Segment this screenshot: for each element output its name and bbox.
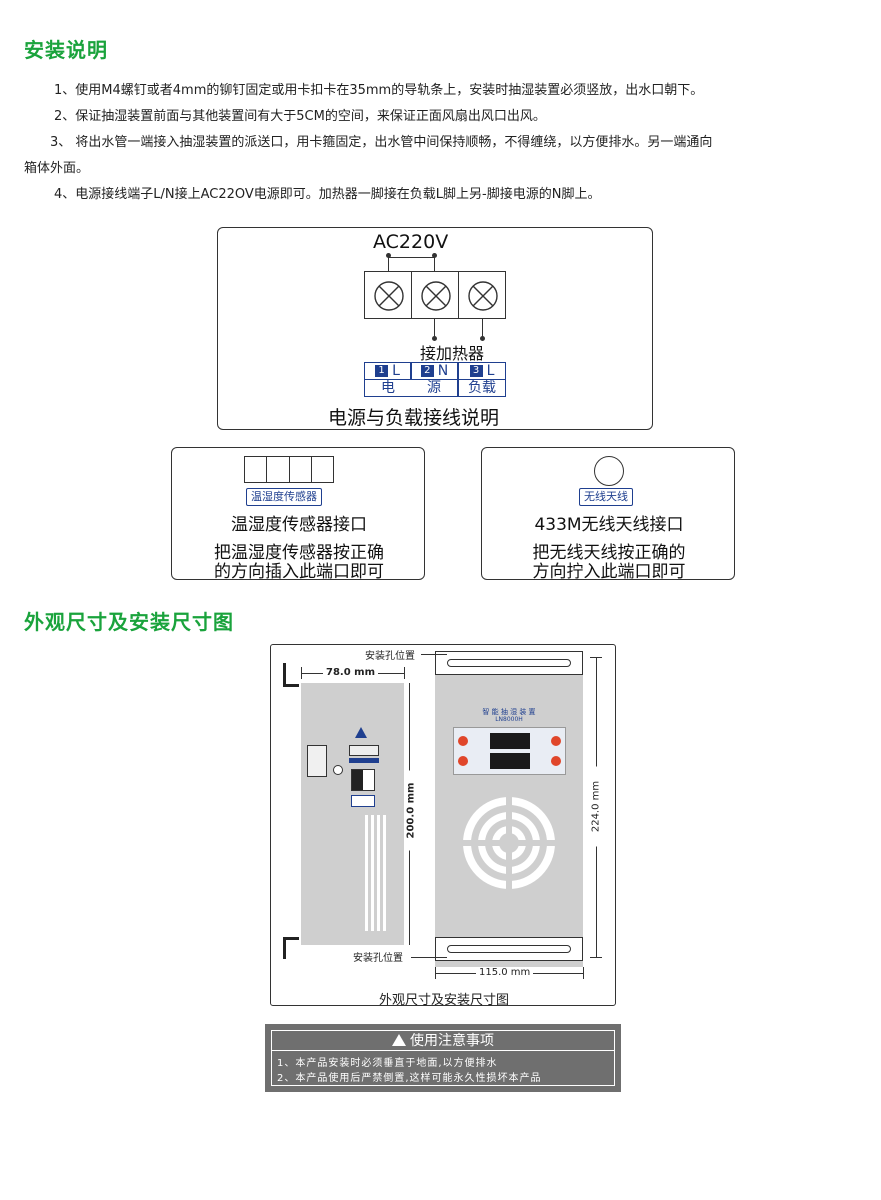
load-group-label: 负载 [458,379,506,397]
bottom-mount-slot [447,945,571,953]
voltage-label: AC220V [373,231,449,253]
fan-grille-icon [461,795,557,891]
antenna-port-icon [594,456,624,486]
front-width-tick-r [583,967,584,979]
wire-n-dot [432,253,437,258]
side-terminal-block [349,745,379,756]
sensor-desc-2: 的方向插入此端口即可 [214,562,384,582]
terminal-2 [411,271,459,319]
notice-line-1: 1、本产品安装时必须垂直于地面,以方便排水 [277,1058,498,1069]
notice-line-2: 2、本产品使用后严禁倒置,这样可能永久性损坏本产品 [277,1073,542,1084]
terminal-screw-icon [421,281,451,311]
top-bus-line [388,257,434,258]
heater-wire-n [434,319,435,339]
install-step-1: 1、使用M4螺钉或者4mm的铆钉固定或用卡扣卡在35mm的导轨条上，安装时抽湿装… [54,83,704,98]
side-connector-left [307,745,327,777]
wiring-caption: 电源与负载接线说明 [328,407,500,429]
bottom-mount-bracket [435,937,583,961]
side-port-circle [333,765,343,775]
top-hole-label: 安装孔位置 [363,647,417,662]
heater-n-dot [432,336,437,341]
display-top [490,733,530,749]
wire-l-dot [386,253,391,258]
terminal-screw-icon [468,281,498,311]
front-width-label: 115.0 mm [476,967,534,978]
warning-icon [392,1034,406,1046]
sensor-tag: 温湿度传感器 [246,488,322,506]
notice-panel: 使用注意事项 1、本产品安装时必须垂直于地面,以方便排水 2、本产品使用后严禁倒… [265,1024,621,1092]
sensor-desc-1: 把温湿度传感器按正确 [214,543,384,563]
antenna-tag: 无线天线 [579,488,633,506]
install-step-4: 4、电源接线端子L/N接上AC22OV电源即可。加热器一脚接在负载L脚上另-脚接… [54,187,601,202]
terminal-3 [458,271,506,319]
top-clip [283,663,299,687]
antenna-desc-1: 把无线天线按正确的 [532,543,686,563]
side-width-tick-r [404,667,405,679]
terminal-screw-icon [374,281,404,311]
front-height-label: 224.0 mm [590,766,602,847]
heater-load-dot [480,336,485,341]
side-view-body [301,683,404,945]
side-sensor-port [351,769,375,791]
heat-button-icon [458,756,468,766]
control-panel [453,727,566,775]
install-step-2: 2、保证抽湿装置前面与其他装置间有大于5CM的空间，来保证正面风扇出风口出风。 [54,109,546,124]
side-label-box [351,795,375,807]
side-height-label: 200.0 mm [405,770,417,851]
side-width-label: 78.0 mm [323,667,378,678]
dimension-drawing: 78.0 mm 200.0 mm 安装孔位置 安装孔位置 智 能 抽 湿 装 置… [270,644,616,1008]
install-step-3: 3、 将出水管一端接入抽湿装置的派送口，用卡箍固定，出水管中间保持顺畅，不得缠绕… [50,135,713,150]
fan-button-icon [458,736,468,746]
sensor-port-box: 温湿度传感器 温湿度传感器接口 把温湿度传感器按正确 的方向插入此端口即可 [171,447,425,582]
bottom-hole-leader [411,957,447,958]
install-step-3-cont: 箱体外面。 [24,161,90,176]
install-title: 安装说明 [24,38,108,62]
drawing-caption: 外观尺寸及安装尺寸图 [378,993,509,1008]
sensor-title: 温湿度传感器接口 [231,515,367,535]
model-label: LN8000H [495,716,523,723]
antenna-desc-2: 方向拧入此端口即可 [532,562,686,582]
warning-triangle-icon [355,727,367,738]
top-mount-bracket [435,651,583,675]
bottom-hole-label: 安装孔位置 [353,953,403,964]
heater-label: 接加热器 [420,344,485,363]
top-hole-leader [421,654,447,655]
product-name-label: 智 能 抽 湿 装 置 [482,708,536,716]
display-bottom [490,753,530,769]
side-width-tick-l [301,667,302,679]
bottom-clip [283,937,299,959]
front-height-tick-bottom [590,957,602,958]
wire-l [388,257,389,271]
front-width-tick-l [435,967,436,979]
up-button-icon [551,736,561,746]
top-mount-slot [447,659,571,667]
wire-n [434,257,435,271]
antenna-title: 433M无线天线接口 [534,515,684,535]
terminal-1 [364,271,412,319]
heater-wire-load [482,319,483,339]
notice-inner-border [271,1030,615,1086]
down-button-icon [551,756,561,766]
side-vent [365,815,387,931]
antenna-port-box: 无线天线 433M无线天线接口 把无线天线按正确的 方向拧入此端口即可 [481,447,735,582]
front-height-tick-top [590,657,602,658]
notice-title: 使用注意事项 [410,1033,494,1049]
notice-header: 使用注意事项 [271,1031,615,1051]
dimensions-title: 外观尺寸及安装尺寸图 [24,610,234,634]
power-group-label: 电源 [364,379,458,397]
sensor-port-icon [244,456,334,483]
side-label-strip [349,758,379,763]
